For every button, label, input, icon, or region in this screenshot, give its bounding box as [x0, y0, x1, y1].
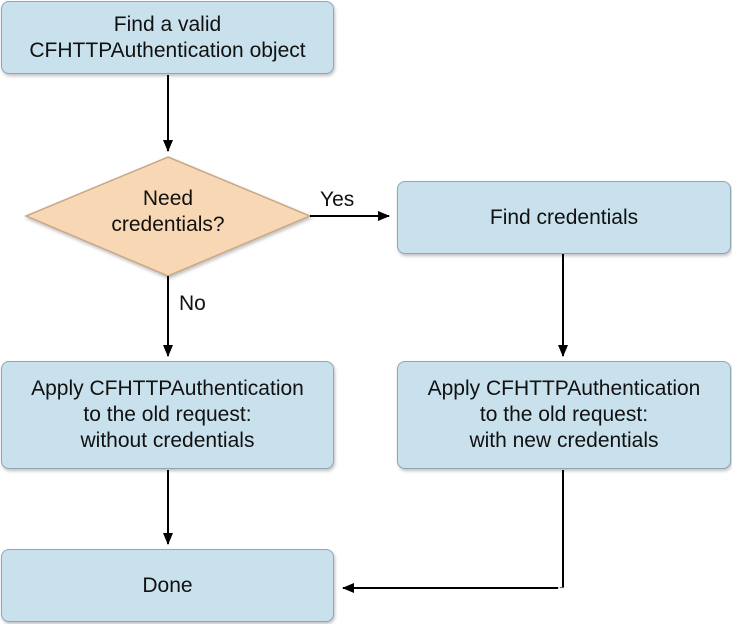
node-apply-with-new-credentials: Apply CFHTTPAuthentication to the old re…	[397, 361, 731, 469]
node-line: Find a valid	[113, 12, 222, 36]
node-apply-without-credentials: Apply CFHTTPAuthentication to the old re…	[1, 361, 334, 469]
node-done: Done	[1, 549, 334, 622]
node-line: without credentials	[80, 429, 255, 452]
node-line: Need	[142, 187, 194, 210]
node-line: Done	[142, 573, 193, 597]
node-find-authentication-object: Find a valid CFHTTPAuthentication object	[1, 1, 334, 74]
node-line: with new credentials	[469, 429, 659, 452]
edge-label-yes: Yes	[320, 188, 355, 211]
edge-label-no: No	[179, 292, 206, 315]
watermark-text: 知乎 @三爷打码	[556, 585, 703, 606]
node-line: CFHTTPAuthentication object	[29, 38, 306, 62]
node-line: to the old request:	[83, 403, 252, 426]
arrow-apply-with-to-done	[342, 470, 564, 593]
node-line: Find credentials	[489, 205, 639, 229]
node-line: Apply CFHTTPAuthentication	[427, 377, 701, 400]
node-line: to the old request:	[479, 403, 649, 426]
node-find-credentials: Find credentials	[397, 181, 731, 254]
node-line: Apply CFHTTPAuthentication	[31, 377, 304, 400]
decision-need-credentials-label: Need credentials?	[88, 186, 248, 238]
node-line: credentials?	[111, 213, 225, 236]
